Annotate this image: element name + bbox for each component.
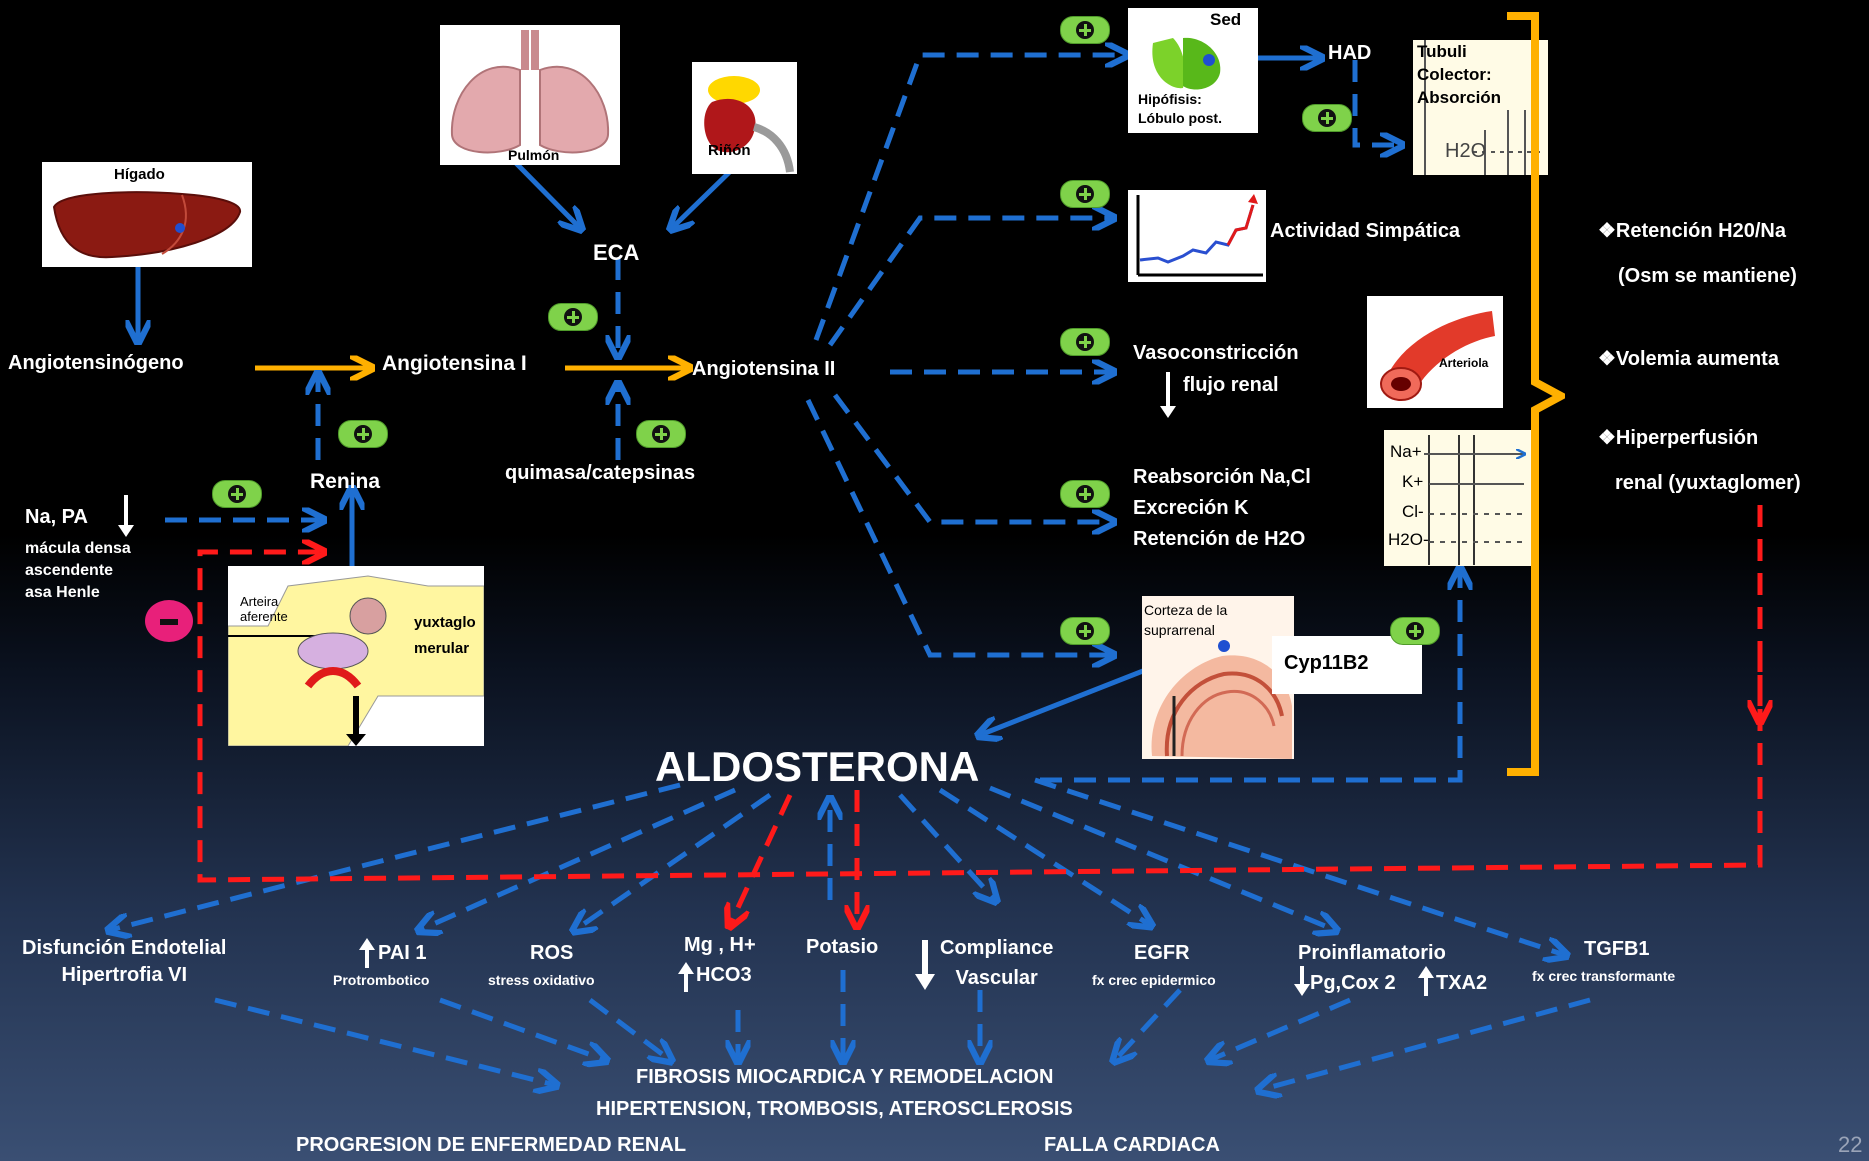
arrow-lung-eca — [508, 155, 580, 228]
effect-volemia: ❖Volemia aumenta — [1598, 346, 1779, 371]
adrenal-label: Corteza de la suprarrenal — [1144, 600, 1227, 640]
outcome-tgfb: TGFB1 — [1584, 938, 1650, 961]
outcome-txa: TXA2 — [1436, 972, 1487, 995]
arrow-down-icon — [1294, 966, 1310, 996]
angiotensin-ii-node: Angiotensina II — [692, 358, 835, 381]
arrow-aldo-egfr — [940, 790, 1150, 925]
renina-node: Renina — [310, 470, 380, 494]
eca-node: ECA — [593, 240, 639, 266]
ion-h2o: H2O- — [1388, 530, 1429, 550]
arrow-down-icon — [1160, 372, 1176, 418]
outcome-egfr: EGFR — [1134, 942, 1190, 965]
pituitary-image: Sed Hipófisis: Lóbulo post. — [1128, 8, 1258, 133]
plus-badge — [1060, 480, 1110, 508]
arrow-down-icon — [118, 495, 134, 537]
conclusion-fibrosis: FIBROSIS MIOCARDICA Y REMODELACION — [636, 1066, 1053, 1089]
vasoconstriction-node: Vasoconstricción — [1133, 342, 1299, 365]
plus-badge — [1060, 16, 1110, 44]
outcome-mg: Mg , H+ — [684, 934, 756, 957]
sympathetic-chart-image — [1128, 190, 1266, 282]
outcome-ros: ROS — [530, 942, 573, 965]
effect-osm: (Osm se mantiene) — [1618, 265, 1797, 288]
effects-bracket — [1505, 12, 1565, 777]
tubule-label: Tubuli Colector: Absorción — [1417, 40, 1501, 109]
arrow-ang2-sympathetic — [830, 218, 1112, 345]
arrow-down-icon — [915, 940, 935, 990]
sympathetic-node: Actividad Simpática — [1270, 220, 1460, 243]
plus-badge — [212, 480, 262, 508]
arrow-up-icon — [1418, 966, 1434, 996]
arrow-disfuncion-fibrosis — [215, 1000, 555, 1085]
arrow-aldo-proinf — [990, 788, 1335, 930]
arteriole-image: Arteriola — [1367, 296, 1503, 408]
tubule-formula: H2O — [1445, 140, 1486, 163]
lung-image: Pulmón — [440, 25, 620, 165]
arrow-ang2-adrenal — [808, 400, 1112, 655]
plus-badge — [1302, 104, 1352, 132]
aldosterona-node: ALDOSTERONA — [655, 743, 979, 791]
conclusion-renal: PROGRESION DE ENFERMEDAD RENAL — [296, 1134, 686, 1157]
thirst-label: Sed — [1210, 10, 1241, 30]
kidney-image: Riñón — [692, 62, 797, 174]
outcome-compliance: Compliance Vascular — [940, 933, 1053, 993]
lung-label: Pulmón — [508, 147, 559, 163]
plus-badge — [1390, 617, 1440, 645]
juxtaglomerular-image: Arteira aferente yuxtaglo merular — [228, 566, 484, 746]
outcome-egfr-sub: fx crec epidermico — [1092, 972, 1216, 988]
plus-badge — [548, 303, 598, 331]
angiotensin-i-node: Angiotensina I — [382, 352, 527, 376]
slide-number: 22 — [1838, 1132, 1862, 1158]
arteriole-label: Arteriola — [1439, 356, 1488, 370]
arrow-aldo-compliance — [900, 795, 995, 900]
effect-renal: renal (yuxtaglomer) — [1615, 472, 1801, 495]
ion-k: K+ — [1402, 472, 1423, 492]
arrow-tgfb-fibrosis — [1260, 1000, 1590, 1090]
conclusion-hipertension: HIPERTENSION, TROMBOSIS, ATEROSCLEROSIS — [596, 1098, 1073, 1121]
had-node: HAD — [1328, 42, 1371, 65]
plus-badge — [1060, 180, 1110, 208]
renal-flow-node: flujo renal — [1183, 374, 1279, 397]
plus-badge — [338, 420, 388, 448]
kidney-label: Riñón — [708, 142, 751, 159]
jga-yuxta-label: yuxtaglo merular — [414, 610, 476, 662]
ion-na: Na+ — [1390, 442, 1422, 462]
plus-badge — [1060, 617, 1110, 645]
outcome-potasio: Potasio — [806, 936, 878, 959]
effect-hiperperfusion: ❖Hiperperfusión — [1598, 425, 1758, 450]
outcome-hco3: HCO3 — [696, 964, 752, 987]
arrow-proinf-fibrosis — [1210, 1000, 1350, 1060]
arrow-aldo-ros — [575, 795, 770, 930]
outcome-proinf: Proinflamatorio — [1298, 942, 1446, 965]
angiotensinogen-node: Angiotensinógeno — [8, 352, 184, 375]
reabsorption-node: Reabsorción Na,Cl Excreción K Retención … — [1133, 462, 1311, 555]
jga-arteira-label: Arteira aferente — [240, 594, 288, 624]
arrow-egfr-fibrosis — [1115, 990, 1180, 1060]
outcome-tgfb-sub: fx crec transformante — [1532, 968, 1675, 984]
quimasa-node: quimasa/catepsinas — [505, 462, 695, 485]
effect-retencion: ❖Retención H20/Na — [1598, 218, 1786, 243]
na-pa-node: Na, PA — [25, 506, 88, 529]
arrow-pai-fibrosis — [440, 1000, 605, 1060]
outcome-pai-sub: Protrombotico — [333, 972, 429, 988]
plus-badge — [636, 420, 686, 448]
plus-badge — [1060, 328, 1110, 356]
outcome-ros-sub: stress oxidativo — [488, 972, 595, 988]
macula-densa-label: mácula densa ascendente asa Henle — [25, 538, 131, 604]
outcome-pg: Pg,Cox 2 — [1310, 972, 1396, 995]
cyp-label: Cyp11B2 — [1284, 652, 1369, 675]
ion-cl: Cl- — [1402, 502, 1424, 522]
pituitary-label: Hipófisis: Lóbulo post. — [1138, 90, 1222, 128]
liver-image: Hígado — [42, 162, 252, 267]
arrow-ros-fibrosis — [590, 1000, 670, 1060]
arrow-had-tubule — [1355, 60, 1400, 145]
conclusion-falla: FALLA CARDIACA — [1044, 1134, 1220, 1157]
minus-badge — [145, 600, 193, 642]
arrow-aldo-disfuncion — [110, 785, 680, 930]
outcome-pai: PAI 1 — [378, 942, 427, 965]
arrow-up-icon — [359, 938, 375, 968]
liver-label: Hígado — [114, 166, 165, 183]
arrow-up-icon — [678, 962, 694, 992]
outcome-disfuncion: Disfunción Endotelial Hipertrofia VI — [22, 935, 226, 989]
